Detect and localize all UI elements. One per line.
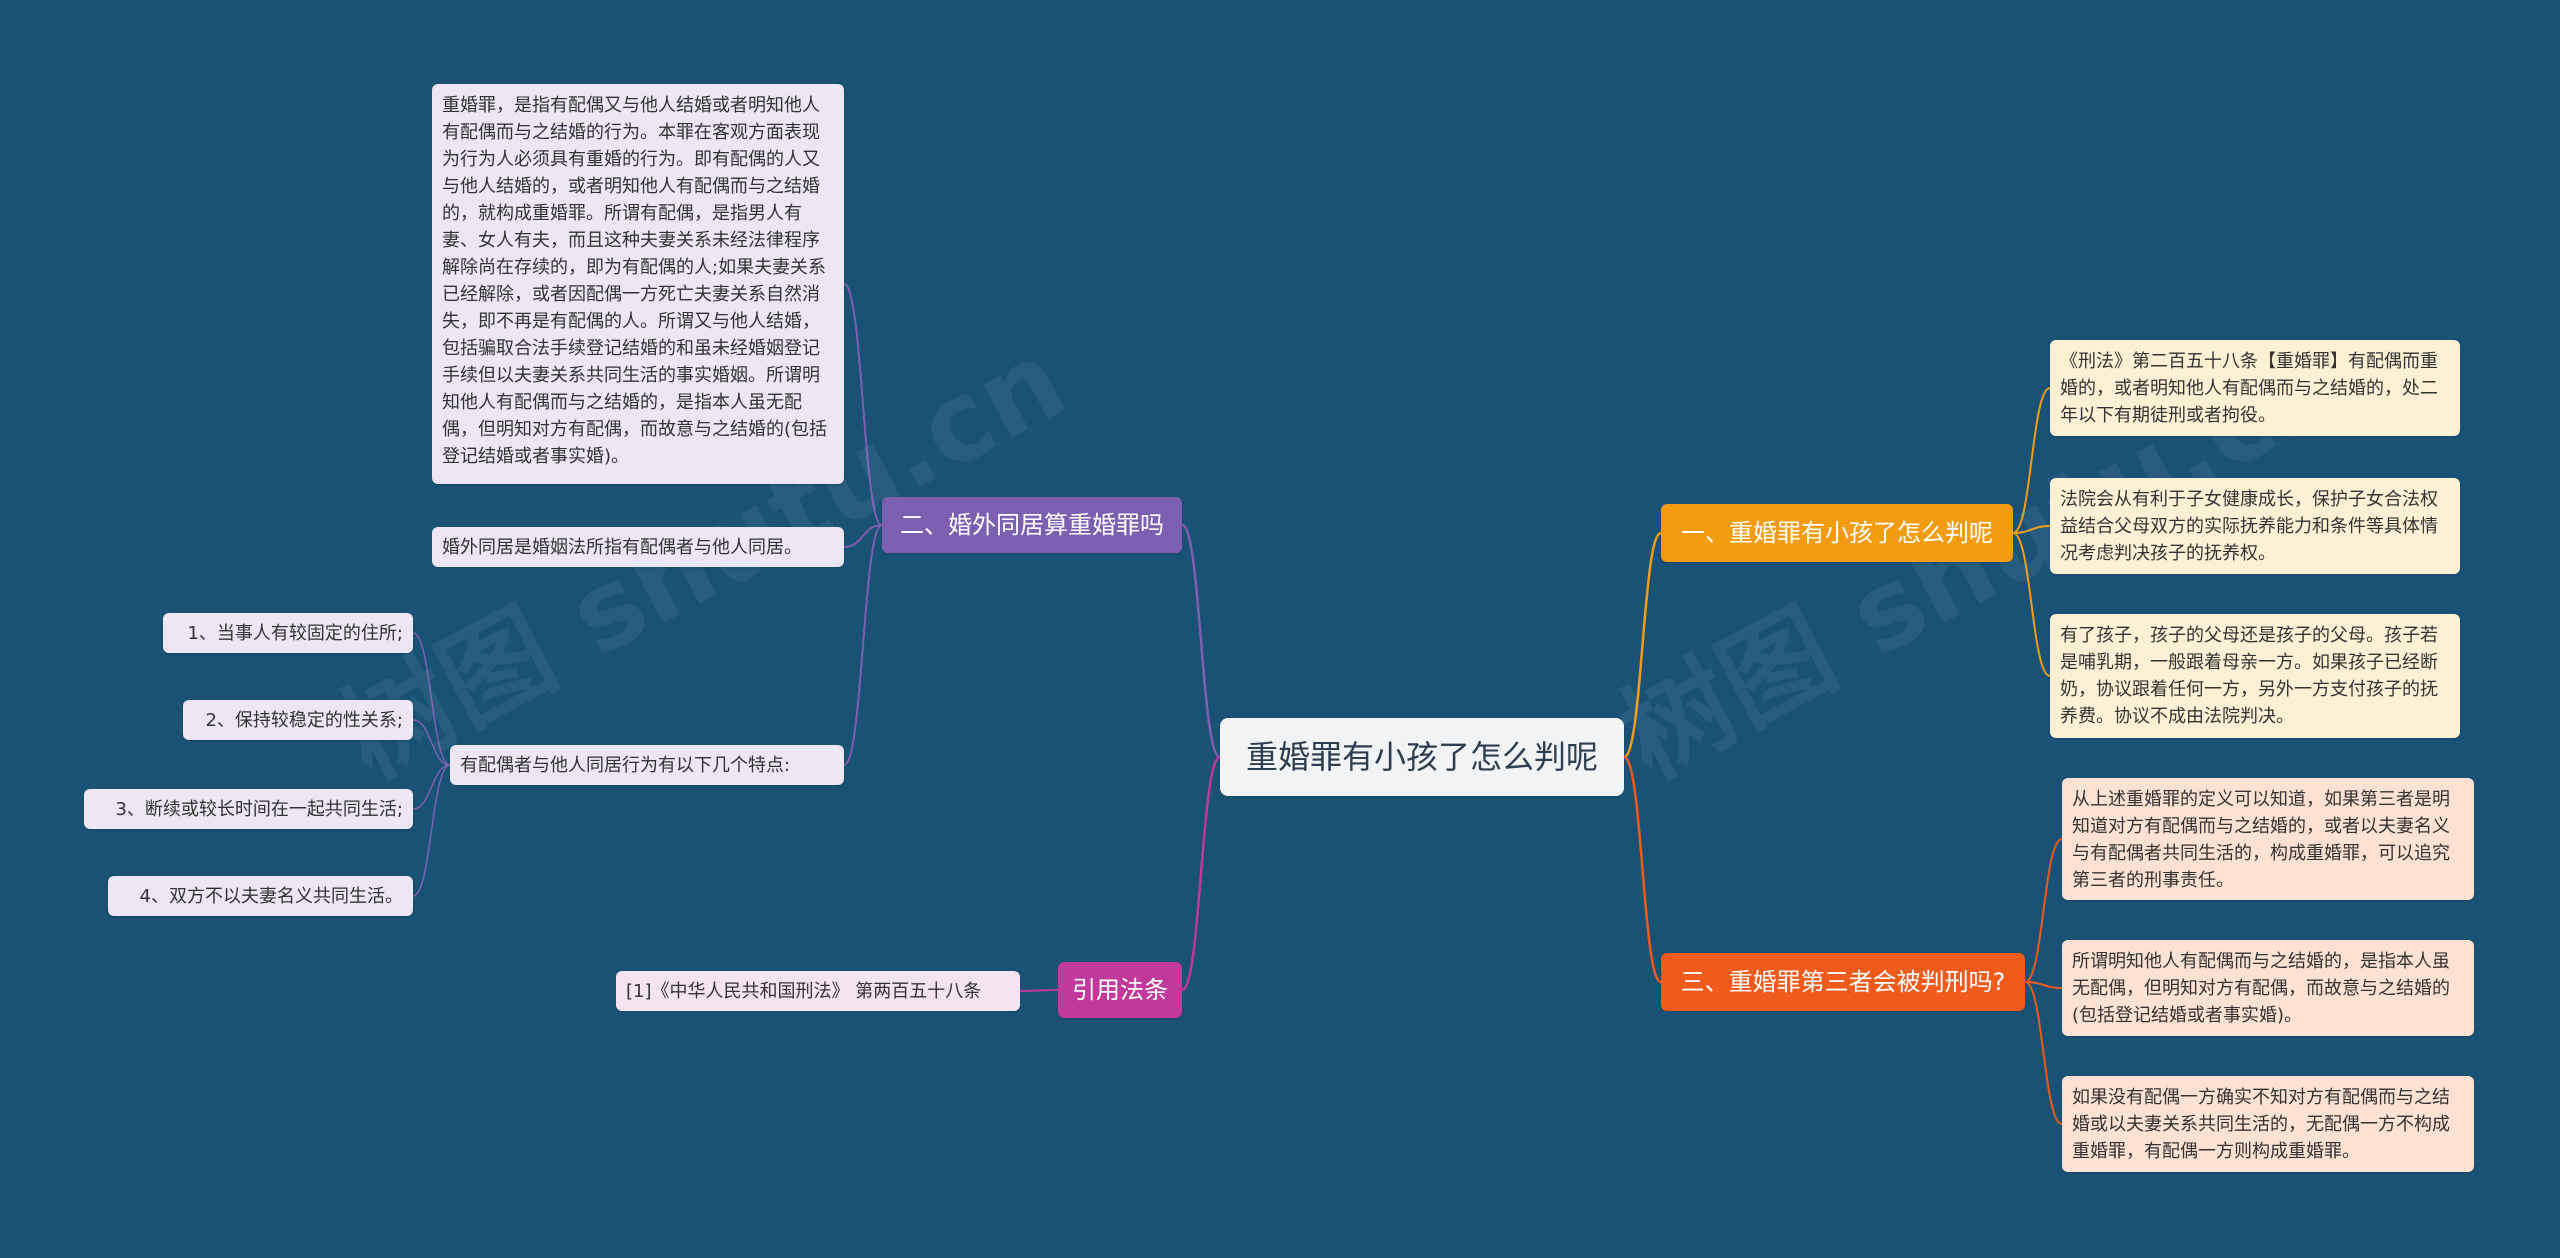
- link-b3-leaf-2: [2024, 981, 2063, 989]
- branch-1-leaf-2: 法院会从有利于子女健康成长，保护子女合法权益结合父母双方的实际抚养能力和条件等具…: [2050, 478, 2460, 574]
- branch-3-leaf-2: 所谓明知他人有配偶而与之结婚的，是指本人虽无配偶，但明知对方有配偶，而故意与之结…: [2062, 940, 2474, 1036]
- link-root-b3: [1623, 755, 1662, 984]
- branch-2-topic[interactable]: 二、婚外同居算重婚罪吗: [882, 497, 1182, 553]
- branch-2-subleaf-1: 1、当事人有较固定的住所;: [163, 613, 413, 653]
- link-b1-leaf-3: [2012, 532, 2051, 677]
- link-root-b4: [1181, 755, 1221, 992]
- branch-1-topic[interactable]: 一、重婚罪有小孩了怎么判呢: [1661, 504, 2013, 562]
- branch-2-subleaf-3: 3、断续或较长时间在一起共同生活;: [84, 789, 413, 829]
- link-b2-leaf-3: [843, 524, 883, 766]
- branch-4-leaf-1: [1]《中华人民共和国刑法》 第两百五十八条: [616, 971, 1020, 1011]
- link-root-b1: [1623, 531, 1662, 759]
- link-b4-leaf-1: [1019, 989, 1059, 992]
- branch-3-topic[interactable]: 三、重婚罪第三者会被判刑吗?: [1661, 953, 2025, 1011]
- branch-2-leaf-2: 婚外同居是婚姻法所指有配偶者与他人同居。: [432, 527, 844, 567]
- root-topic[interactable]: 重婚罪有小孩了怎么判呢: [1220, 718, 1624, 796]
- branch-4-topic[interactable]: 引用法条: [1058, 962, 1182, 1018]
- branch-1-leaf-3: 有了孩子，孩子的父母还是孩子的父母。孩子若是哺乳期，一般跟着母亲一方。如果孩子已…: [2050, 614, 2460, 738]
- branch-1-leaf-1: 《刑法》第二百五十八条【重婚罪】有配偶而重婚的，或者明知他人有配偶而与之结婚的，…: [2050, 340, 2460, 436]
- branch-2-subleaf-2: 2、保持较稳定的性关系;: [183, 700, 413, 740]
- link-b2-subleaf-2: [412, 719, 451, 766]
- link-b1-leaf-1: [2012, 387, 2051, 534]
- link-root-b2: [1181, 523, 1221, 759]
- link-b3-leaf-1: [2024, 838, 2063, 983]
- link-b1-leaf-2: [2012, 525, 2051, 534]
- branch-3-leaf-1: 从上述重婚罪的定义可以知道，如果第三者是明知道对方有配偶而与之结婚的，或者以夫妻…: [2062, 778, 2474, 900]
- link-b3-leaf-3: [2024, 981, 2063, 1125]
- branch-2-subleaf-4: 4、双方不以夫妻名义共同生活。: [108, 876, 413, 916]
- link-b2-leaf-2: [843, 524, 883, 548]
- link-b2-subleaf-1: [412, 632, 451, 766]
- link-b2-subleaf-3: [412, 764, 451, 810]
- link-b2-leaf-1: [843, 283, 883, 526]
- branch-3-leaf-3: 如果没有配偶一方确实不知对方有配偶而与之结婚或以夫妻关系共同生活的，无配偶一方不…: [2062, 1076, 2474, 1172]
- link-b2-subleaf-4: [412, 764, 451, 897]
- branch-2-leaf-1: 重婚罪，是指有配偶又与他人结婚或者明知他人有配偶而与之结婚的行为。本罪在客观方面…: [432, 84, 844, 484]
- branch-2-leaf-3: 有配偶者与他人同居行为有以下几个特点:: [450, 745, 844, 785]
